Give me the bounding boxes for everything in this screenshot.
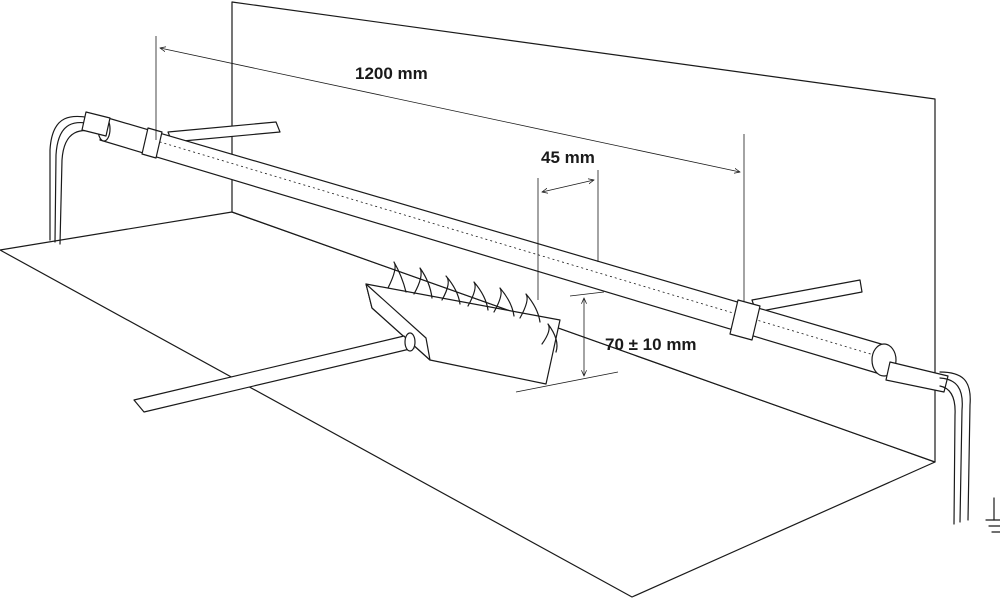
dimension-45mm — [537, 170, 599, 300]
dimension-label-clearance: 45 mm — [541, 148, 595, 167]
dimension-1200mm — [155, 36, 745, 302]
tube-band-right — [729, 299, 761, 341]
dimension-70mm — [515, 291, 619, 393]
dimension-label-length: 1200 mm — [355, 64, 428, 83]
lead-wires-right — [885, 361, 971, 525]
tube-band-left — [141, 127, 163, 159]
ground-symbol-icon — [985, 497, 1000, 533]
lead-wires-left — [49, 111, 111, 245]
dimension-label-height: 70 ± 10 mm — [605, 335, 697, 354]
